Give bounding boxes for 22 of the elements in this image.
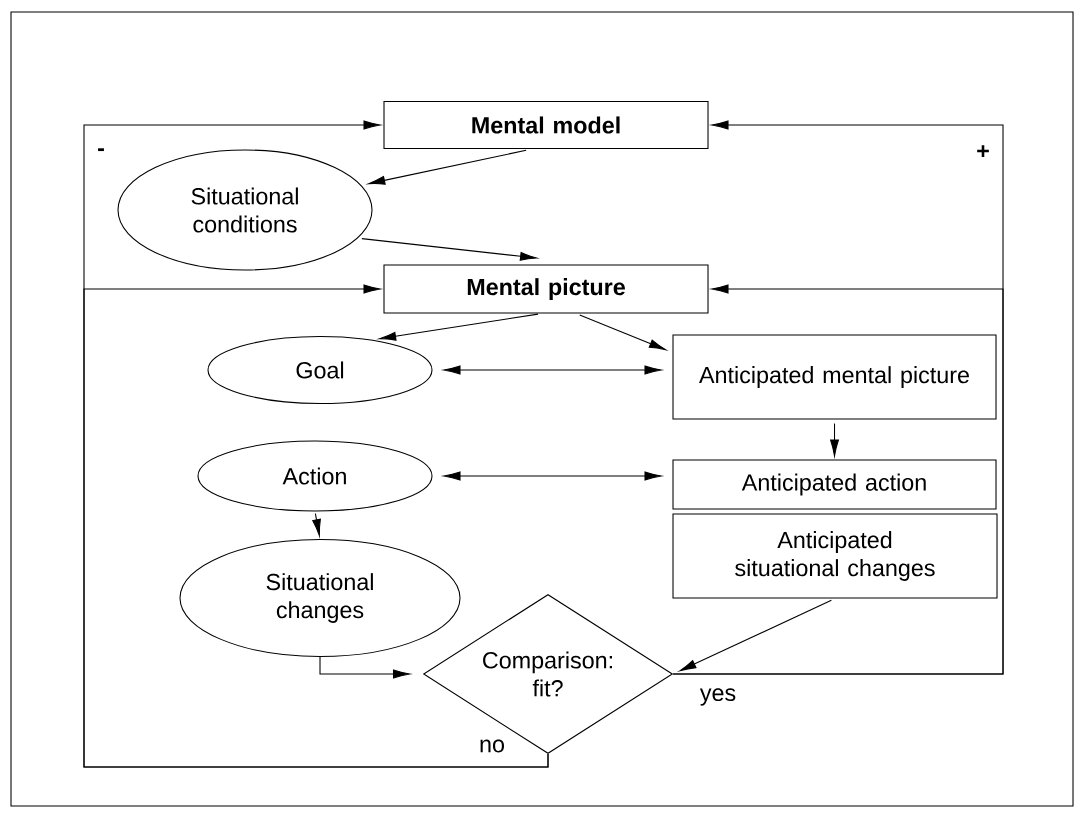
ellipse-node: Situational changes [179, 538, 461, 658]
arrow [443, 471, 662, 481]
arrow [312, 512, 321, 537]
process-box: Anticipated action [672, 459, 997, 510]
ellipse-node: Situational conditions [117, 149, 373, 271]
edge-label: yes [698, 687, 738, 708]
sign-label: + [977, 145, 989, 157]
arrow [579, 314, 667, 351]
arrow [319, 656, 411, 679]
ellipse-node: Action [197, 440, 433, 512]
arrow [83, 284, 549, 768]
process-box: Mental model [383, 100, 709, 150]
arrow [443, 365, 662, 375]
ellipse-node: Goal [207, 335, 433, 405]
process-box: Mental picture [383, 264, 709, 314]
process-box: Anticipated mental picture [672, 334, 997, 420]
sign-label: - [98, 148, 104, 152]
process-box: Anticipated situational changes [672, 513, 998, 599]
arrow [672, 284, 1004, 675]
arrow [379, 313, 539, 341]
edge-label: no [477, 738, 507, 754]
arrow [679, 599, 832, 672]
